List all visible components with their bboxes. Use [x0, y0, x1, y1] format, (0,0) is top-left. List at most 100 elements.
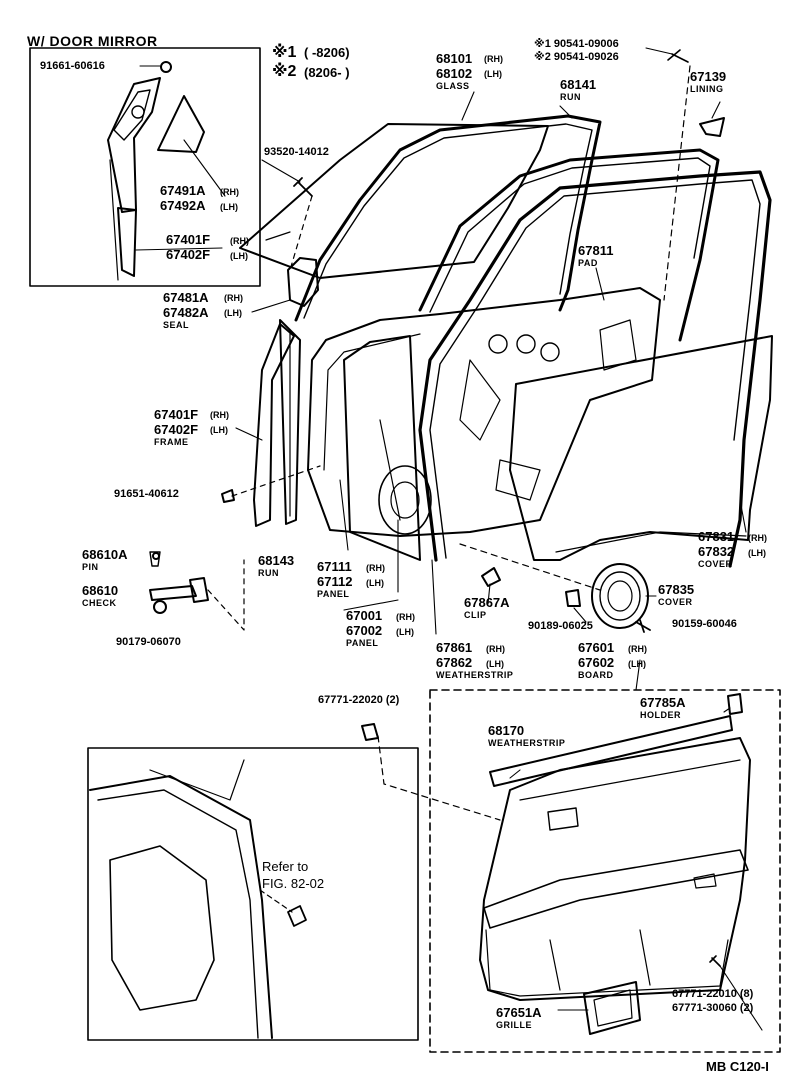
name-panel-67001: PANEL [346, 638, 379, 648]
label-68102-lh: (LH) [484, 69, 502, 79]
label-68610A: 68610A [82, 547, 128, 562]
label-67651A: 67651A [496, 1005, 542, 1020]
name-run: RUN [560, 92, 581, 102]
label-67112-lh: (LH) [366, 578, 384, 588]
door-panel-outer [307, 287, 661, 537]
door-check [149, 551, 245, 631]
frame-bolt [221, 489, 235, 503]
door-opening-body [89, 759, 273, 1039]
door-glass [239, 123, 549, 279]
label-90159-60046: 90159-60046 [672, 618, 737, 630]
label-67402F: 67402F [154, 422, 199, 437]
label-67771-22020: 67771-22020 (2) [318, 694, 400, 706]
label-67482A: 67482A [163, 305, 209, 320]
name-clip: CLIP [464, 610, 487, 620]
name-glass: GLASS [436, 81, 470, 91]
label-67002-lh: (LH) [396, 627, 414, 637]
name-cover-67831: COVER [698, 559, 733, 569]
name-pad: PAD [578, 258, 598, 268]
label-90189-06025: 90189-06025 [528, 620, 593, 632]
name-weatherstrip: WEATHERSTRIP [436, 670, 514, 680]
refer-to-text: Refer to [262, 859, 309, 874]
leader-lines [135, 47, 763, 1031]
label-67831-rh: (RH) [748, 533, 767, 543]
name-cover-67835: COVER [658, 597, 693, 607]
label-67771-30060: 67771-30060 (2) [672, 1002, 754, 1014]
label-67861-rh: (RH) [486, 644, 505, 654]
door-trim-board [479, 737, 751, 1001]
label-67862-lh: (LH) [486, 659, 504, 669]
label-67402F-inset: 67402F [166, 247, 211, 262]
cover-clip-90189 [565, 589, 581, 607]
mirror-triangle-cover [157, 95, 205, 153]
mirror-frame-part [107, 77, 161, 281]
grille [583, 981, 641, 1035]
trim-clip-67771 [361, 723, 379, 741]
label-67002: 67002 [346, 623, 383, 638]
label-67771-22010: 67771-22010 (8) [672, 988, 754, 1000]
name-seal: SEAL [163, 320, 190, 330]
name-lining: LINING [690, 84, 724, 94]
label-67111: 67111 [317, 559, 352, 574]
clip-67867A [481, 567, 501, 587]
label-67112: 67112 [317, 574, 353, 589]
label-67831: 67831 [698, 529, 735, 544]
label-68141: 68141 [560, 77, 597, 92]
cover-screw-90159 [635, 619, 651, 633]
service-hole-cover [509, 335, 773, 561]
speaker-cover [591, 563, 649, 629]
figure-number: MB C120-I [706, 1059, 769, 1074]
label-67832-lh: (LH) [748, 548, 766, 558]
label-67601-rh: (RH) [628, 644, 647, 654]
door-panel-inner [343, 335, 421, 561]
label-67401F-inset: 67401F [166, 232, 211, 247]
label-68170: 68170 [488, 723, 525, 738]
trim-screw-67771 [709, 955, 721, 967]
name-board: BOARD [578, 670, 614, 680]
holder-67785A [727, 693, 743, 715]
label-93520-14012: 93520-14012 [264, 146, 329, 158]
label-67401F-rh: (RH) [210, 410, 229, 420]
label-67139: 67139 [690, 69, 727, 84]
front-frame [253, 323, 295, 527]
label-67481A-rh: (RH) [224, 293, 243, 303]
label-67482A-lh: (LH) [224, 308, 242, 318]
board-weatherstrip [489, 715, 733, 787]
label-67402F-lh: (LH) [210, 425, 228, 435]
label-67001-rh: (RH) [396, 612, 415, 622]
label-67835: 67835 [658, 582, 695, 597]
label-67492A: 67492A [160, 198, 206, 213]
label-68143: 68143 [258, 553, 295, 568]
label-90541-09026: ※2 90541-09026 [534, 51, 619, 63]
label-68102: 68102 [436, 66, 473, 81]
note2-mark: ※2 [272, 63, 297, 80]
label-67785A: 67785A [640, 695, 686, 710]
label-67491A-rh: (RH) [220, 187, 239, 197]
name-run-68143: RUN [258, 568, 279, 578]
window-frame [418, 148, 720, 342]
label-67001: 67001 [346, 608, 383, 623]
label-67492A-lh: (LH) [220, 202, 238, 212]
label-67861: 67861 [436, 640, 473, 655]
label-67111-rh: (RH) [366, 563, 385, 573]
label-67401F-inset-rh: (RH) [230, 236, 249, 246]
door-weatherstrip [418, 170, 772, 568]
name-weatherstrip-68170: WEATHERSTRIP [488, 738, 566, 748]
mirror-title: W/ DOOR MIRROR [27, 33, 158, 49]
label-67401F: 67401F [154, 407, 199, 422]
label-67832: 67832 [698, 544, 735, 559]
lining-screw [667, 49, 689, 63]
name-holder: HOLDER [640, 710, 681, 720]
label-90179-06070: 90179-06070 [116, 636, 181, 648]
label-68101: 68101 [436, 51, 473, 66]
label-67481A: 67481A [163, 290, 209, 305]
figure-reference: FIG. 82-02 [262, 876, 325, 891]
label-68101-rh: (RH) [484, 54, 503, 64]
label-67601: 67601 [578, 640, 615, 655]
label-90541-09006: ※1 90541-09006 [534, 38, 619, 50]
note1-text: ( -8206) [304, 45, 350, 60]
lower-run [279, 319, 301, 525]
trim-board-box [429, 689, 781, 1053]
